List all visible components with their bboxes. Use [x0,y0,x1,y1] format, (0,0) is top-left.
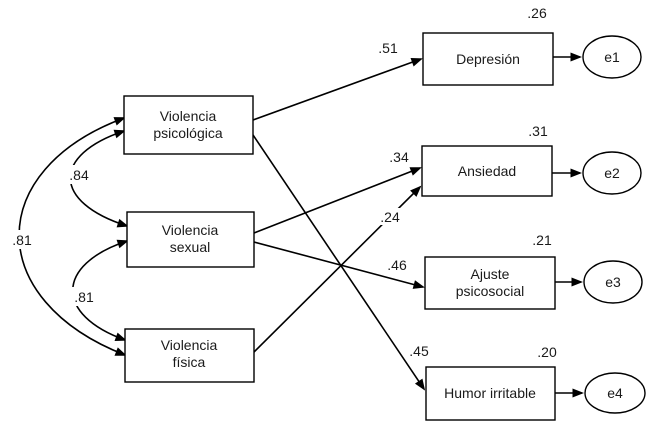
error-ellipse-e3 [583,260,643,304]
label-violencia-sexual-line2: sexual [170,239,210,255]
label-background [377,208,404,225]
r2-label-ansiedad: .31 [528,123,548,139]
label-background [7,230,37,249]
coef-sexual-ajuste: .46 [387,257,407,273]
outcome-box-ajuste [424,256,556,310]
label-violencia-fisica-line1: Violencia [161,337,218,353]
coef-sexual-ansiedad: .34 [389,149,409,165]
label-depresion: Depresión [456,51,520,67]
outcome-box-depresion [422,32,554,86]
label-violencia-psicologica-line2: psicológica [153,125,222,141]
path-sexual-ansiedad [253,167,422,234]
error-ellipse-e4 [584,372,646,414]
outcome-box-ansiedad [421,145,553,197]
coef-psicologica-depresion: .51 [378,40,398,56]
path-psicologica-humor [252,134,426,391]
latent-box-violencia-psicologica [123,95,254,155]
label-humor: Humor irritable [444,385,536,401]
r2-label-humor: .20 [537,344,557,360]
latent-box-violencia-fisica [124,328,255,383]
label-background [68,287,101,306]
label-e3: e3 [605,274,621,290]
label-violencia-psicologica-line1: Violencia [160,108,217,124]
r2-label-ajuste: .21 [532,232,552,248]
label-ajuste-line2: psicosocial [456,283,524,299]
cov-sexual-fisica: .81 [74,289,94,305]
label-e2: e2 [604,165,620,181]
label-violencia-fisica-line2: física [173,354,206,370]
cov-psicologica-fisica: .81 [12,232,32,248]
outcome-box-humor [425,366,556,421]
path-sexual-ajuste [253,241,425,289]
label-background [405,342,433,359]
label-violencia-sexual-line1: Violencia [162,222,219,238]
r2-label-depresion: .26 [527,5,547,21]
error-ellipse-e2 [582,151,642,195]
coef-fisica-ansiedad: .24 [380,209,400,225]
label-background [63,165,96,184]
label-ansiedad: Ansiedad [458,163,516,179]
label-e1: e1 [604,49,620,65]
cov-psicologica-sexual: .84 [69,167,89,183]
label-e4: e4 [607,385,623,401]
label-ajuste-line1: Ajuste [471,266,510,282]
path-psicologica-depresion [252,58,423,121]
coef-psicologica-humor: .45 [409,343,429,359]
latent-box-violencia-sexual [126,211,255,268]
error-ellipse-e1 [582,35,642,79]
